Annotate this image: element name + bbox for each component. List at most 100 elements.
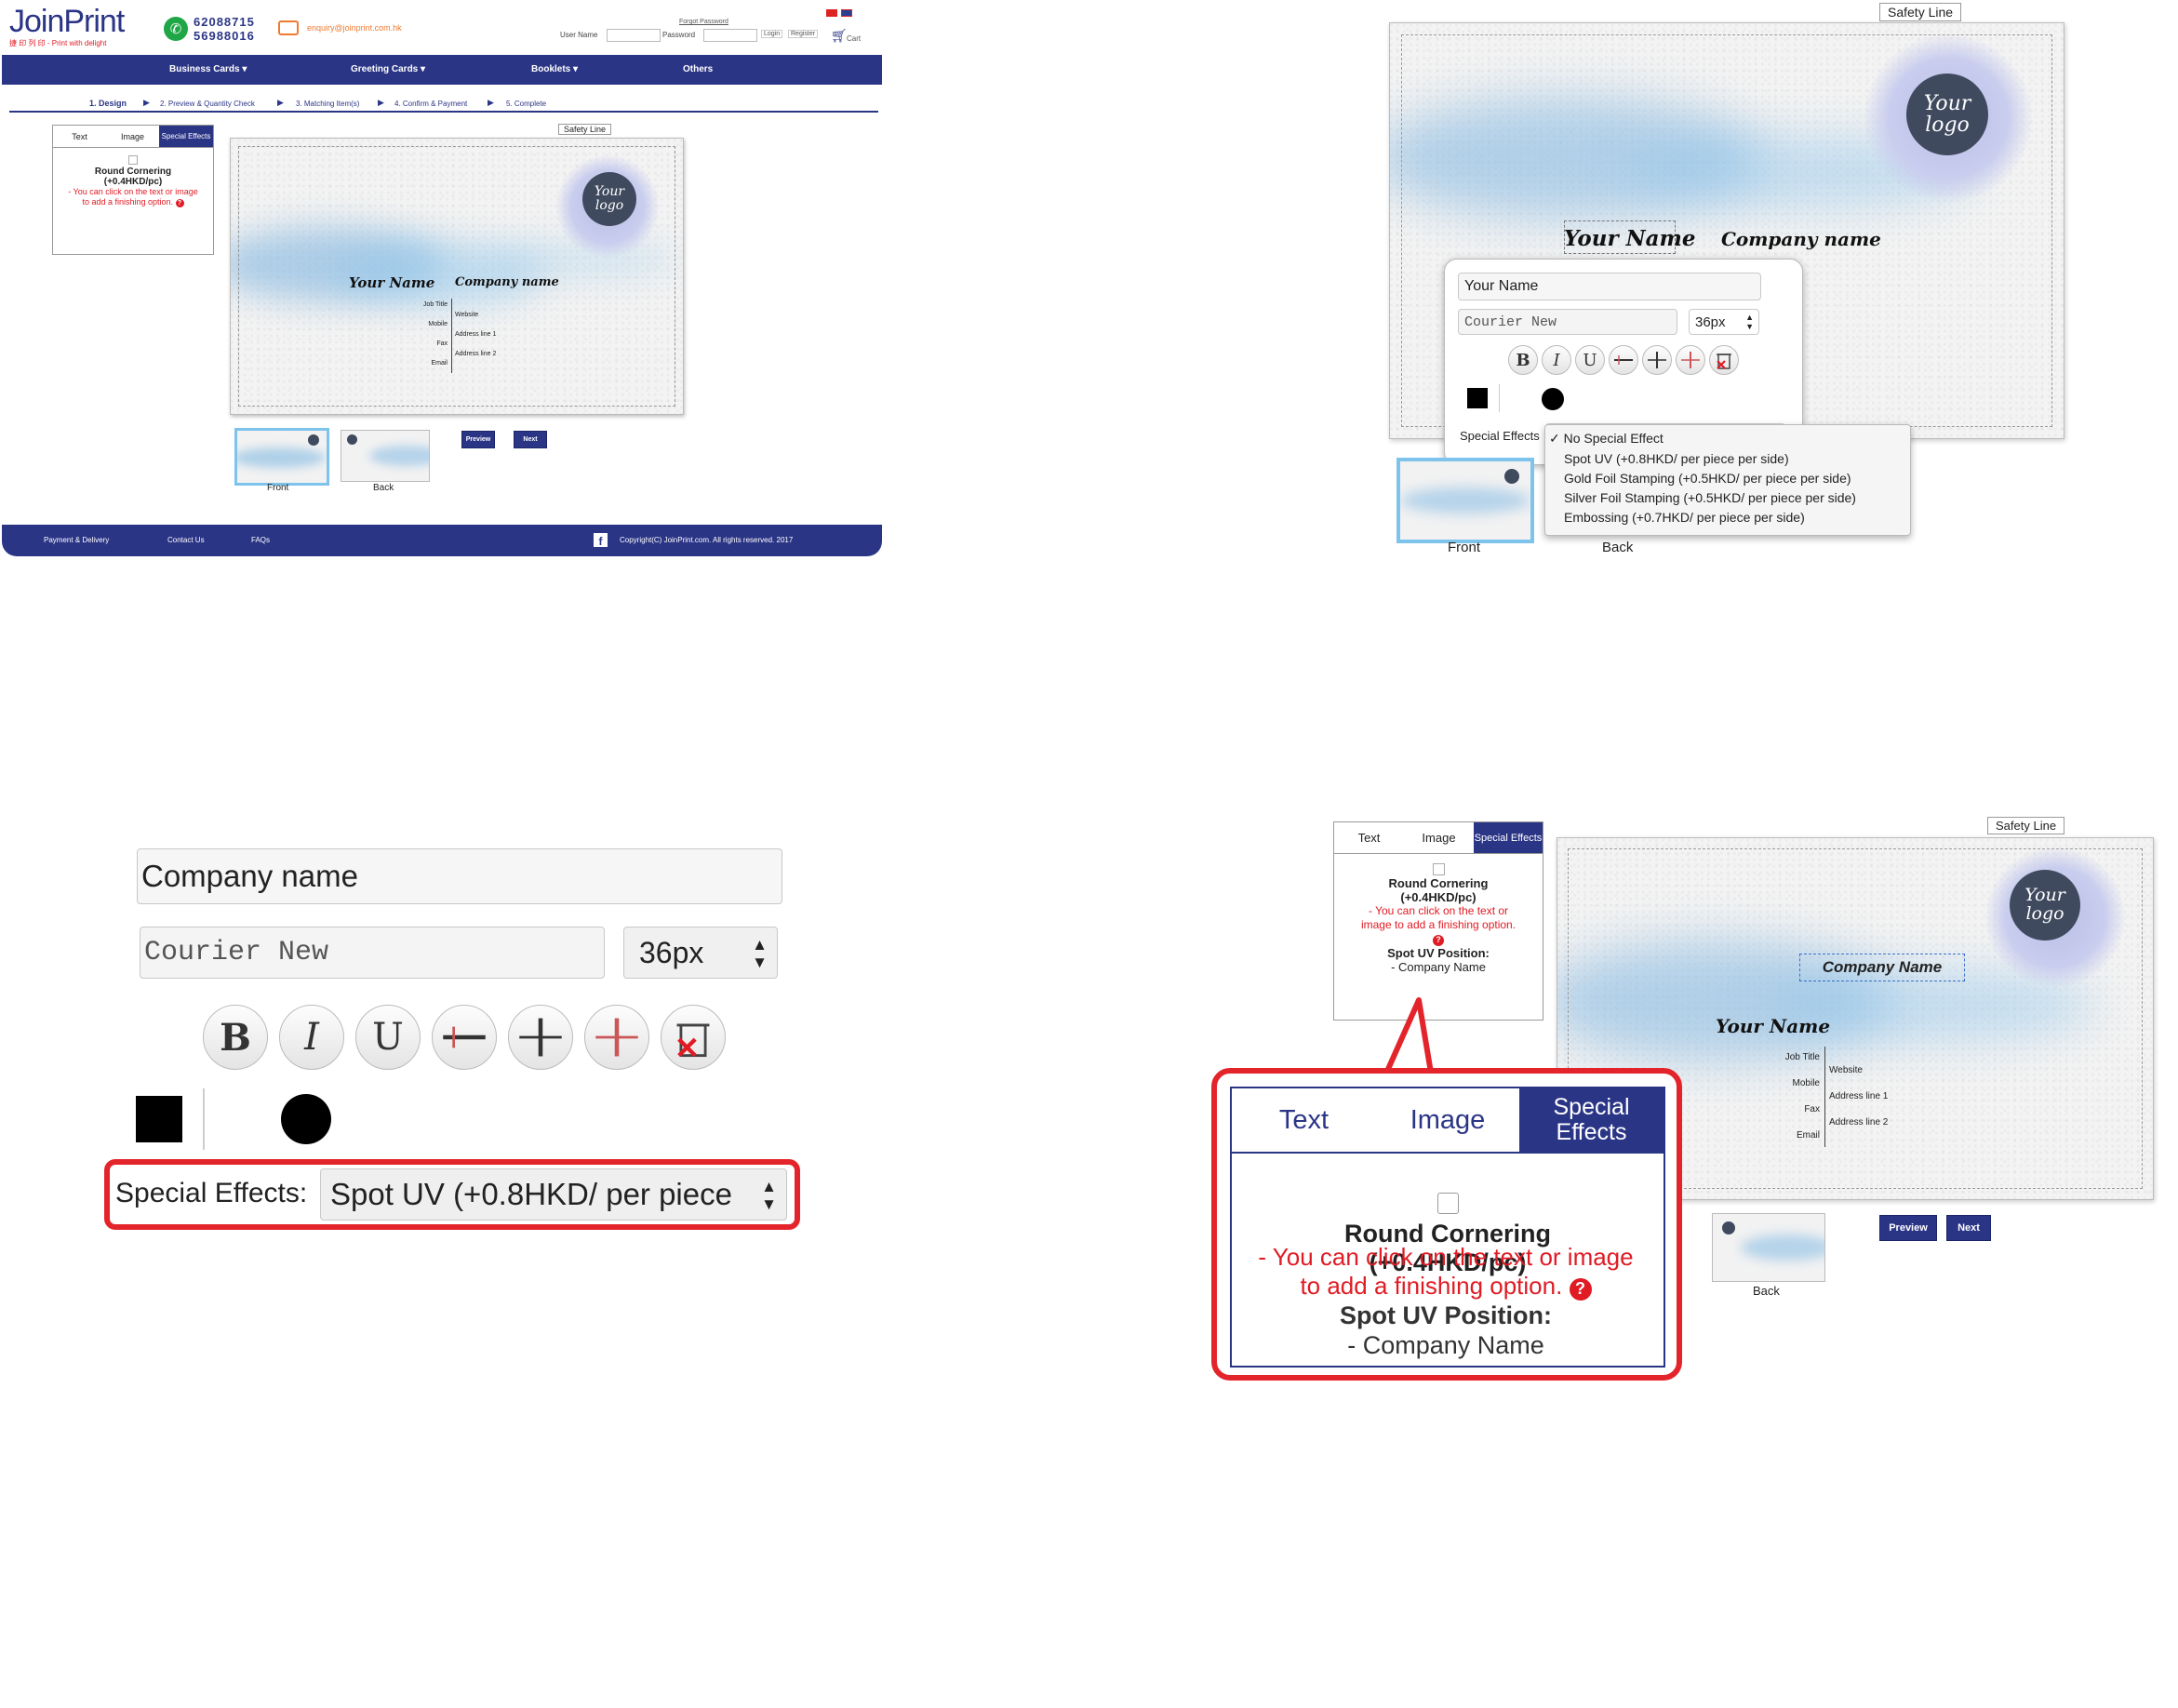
thumb-back[interactable] [341,430,430,482]
field-address-2[interactable]: Address line 2 [455,351,497,357]
tab-text[interactable]: Text [1357,831,1381,845]
footer-faqs[interactable]: FAQs [251,536,271,544]
nav-greeting-cards[interactable]: Greeting Cards ▾ [351,64,426,74]
round-cornering-label[interactable]: Round Cornering [1344,1220,1551,1248]
dropdown-option-none[interactable]: ✓ No Special Effect [1549,431,1664,447]
underline-button[interactable]: U [1575,345,1605,375]
footer-payment-delivery[interactable]: Payment & Delivery [44,536,110,544]
field-address-1[interactable]: Address line 1 [455,331,497,338]
tab-image[interactable]: Image [120,131,144,141]
cart-label[interactable]: Cart [847,34,862,43]
thumb-front[interactable] [1396,458,1534,543]
font-family-select[interactable]: Courier New [140,927,605,979]
field-email[interactable]: Email [1796,1130,1820,1141]
nav-business-cards[interactable]: Business Cards ▾ [169,64,247,74]
text-value-input[interactable]: Your Name [1458,273,1761,300]
step-confirm: 4. Confirm & Payment [394,100,468,108]
dropdown-option-gold-foil[interactable]: Gold Foil Stamping (+0.5HKD/ per piece p… [1564,471,1851,486]
field-mobile[interactable]: Mobile [1792,1078,1820,1088]
next-button[interactable]: Next [1946,1215,1991,1241]
bold-button[interactable]: B [203,1005,268,1070]
facebook-icon[interactable]: f [594,533,608,547]
font-family-select[interactable]: Courier New [1458,309,1677,335]
nav-booklets[interactable]: Booklets ▾ [531,64,579,74]
password-input[interactable] [703,29,757,42]
delete-icon[interactable] [1709,345,1739,375]
italic-button[interactable]: I [1542,345,1571,375]
email-link[interactable]: enquiry@joinprint.com.hk [307,23,402,33]
card-company-name[interactable]: Company name [455,275,559,289]
flag-hk-icon[interactable] [826,9,837,17]
card-your-name[interactable]: Your Name [1564,226,1696,251]
underline-button[interactable]: U [355,1005,421,1070]
help-icon[interactable]: ? [1433,934,1444,946]
tab-special-effects[interactable]: Special Effects [1474,822,1543,853]
font-size-select[interactable]: 36px ▲▼ [623,927,778,979]
round-cornering-checkbox[interactable] [128,155,138,165]
align-left-icon[interactable] [1609,345,1638,375]
field-address-1[interactable]: Address line 1 [1829,1091,1889,1101]
tab-text[interactable]: Text [1278,1104,1330,1135]
card-your-name[interactable]: Your Name [349,274,435,291]
text-color-swatch[interactable] [136,1096,182,1142]
stroke-color-swatch[interactable] [281,1094,331,1144]
register-button[interactable]: Register [788,30,819,38]
align-center-icon[interactable] [508,1005,573,1070]
dropdown-option-spot-uv[interactable]: Spot UV (+0.8HKD/ per piece per side) [1564,451,1789,466]
align-right-icon[interactable] [1676,345,1705,375]
field-fax[interactable]: Fax [436,340,448,347]
round-cornering-label[interactable]: Round Cornering [94,167,172,177]
thumb-back[interactable] [1712,1213,1825,1282]
tab-special-effects[interactable]: Special Effects [159,126,213,147]
site-logo[interactable]: JoinPrint 捷 印 列 印 - Print with delight [9,4,125,48]
align-center-icon[interactable] [1642,345,1672,375]
delete-icon[interactable] [661,1005,726,1070]
text-color-swatch[interactable] [1467,388,1488,408]
help-icon[interactable]: ? [175,199,184,207]
align-left-icon[interactable] [432,1005,497,1070]
bold-button[interactable]: B [1508,345,1538,375]
flag-uk-icon[interactable] [841,9,852,17]
field-job-title[interactable]: Job Title [422,301,448,308]
preview-button[interactable]: Preview [1879,1215,1937,1241]
thumb-front[interactable] [234,428,329,486]
field-website[interactable]: Website [1829,1065,1863,1075]
field-email[interactable]: Email [431,360,448,367]
footer-contact-us[interactable]: Contact Us [167,536,205,544]
tab-image[interactable]: Image [1422,831,1456,845]
cart-icon[interactable]: 🛒︎ [831,28,848,43]
next-button[interactable]: Next [514,431,547,448]
login-button[interactable]: Login [761,30,783,38]
tab-image[interactable]: Image [1410,1104,1486,1135]
dropdown-option-silver-foil[interactable]: Silver Foil Stamping (+0.5HKD/ per piece… [1564,490,1856,505]
company-name-selected[interactable]: Company Name [1799,954,1965,981]
stroke-color-swatch[interactable] [1542,388,1564,410]
field-website[interactable]: Website [455,312,479,318]
field-mobile[interactable]: Mobile [428,321,448,327]
font-size-select[interactable]: 36px ▲▼ [1689,309,1759,335]
field-address-2[interactable]: Address line 2 [1829,1117,1889,1128]
tab-special-effects[interactable]: Special Effects [1519,1088,1664,1152]
card-company-name[interactable]: Company name [1721,228,1881,250]
company-value-input[interactable]: Company name [137,848,782,904]
italic-button[interactable]: I [279,1005,344,1070]
user-name-input[interactable] [607,29,661,42]
round-cornering-label[interactable]: Round Cornering [1388,876,1489,890]
tab-text[interactable]: Text [72,131,87,141]
card-your-name[interactable]: Your Name [1716,1015,1831,1037]
preview-button[interactable]: Preview [461,431,495,448]
field-job-title[interactable]: Job Title [1784,1052,1820,1062]
round-cornering-checkbox[interactable] [1432,863,1445,875]
forgot-password-link[interactable]: Forgot Password [679,19,728,25]
special-effects-select[interactable]: Spot UV (+0.8HKD/ per piece per side) ▲▼ [320,1168,787,1221]
align-right-icon[interactable] [584,1005,649,1070]
help-icon[interactable]: ? [1569,1277,1592,1301]
nav-others[interactable]: Others [683,64,714,74]
round-cornering-checkbox[interactable] [1436,1193,1459,1214]
field-fax[interactable]: Fax [1804,1104,1820,1114]
dropdown-option-embossing[interactable]: Embossing (+0.7HKD/ per piece per side) [1564,510,1805,525]
